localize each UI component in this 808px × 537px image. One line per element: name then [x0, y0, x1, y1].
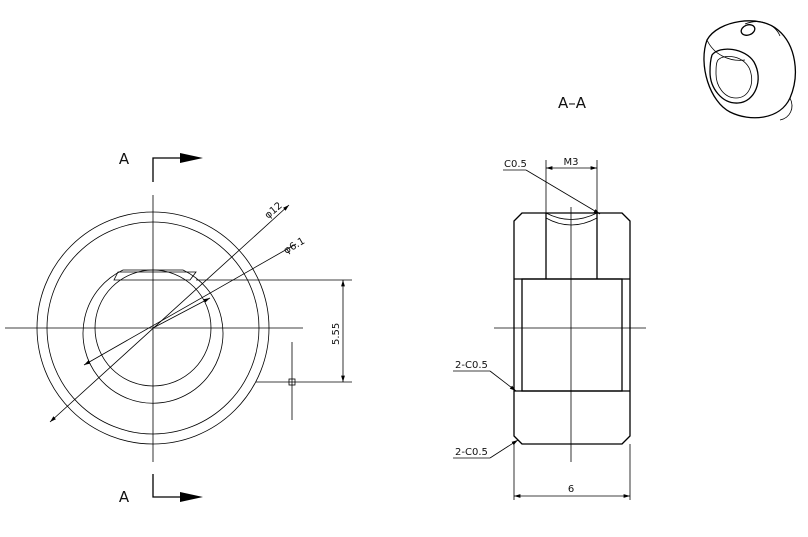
section-view: M3 C0.5 2-C0.5 2-C0.5 6 [453, 157, 646, 500]
section-line-top [152, 157, 180, 182]
dim-text-chamfer-upper: 2-C0.5 [455, 360, 488, 371]
dim-text-inner-diameter: φ6.1 [282, 236, 307, 257]
bore-section [521, 278, 623, 392]
dim-text-chamfer-lower: 2-C0.5 [455, 447, 488, 458]
section-marker-bottom: A [119, 474, 203, 506]
dim-text-outer-diameter: φ12 [263, 200, 285, 221]
leader-chamfer-upper [489, 370, 517, 392]
section-arrow-bottom [180, 492, 203, 502]
front-view: φ12 φ6.1 5.55 [5, 195, 352, 462]
dim-line-outer-diameter [49, 204, 290, 423]
section-marker-top: A [119, 150, 203, 182]
hatch-upper-right [596, 212, 631, 280]
section-line-bottom [152, 474, 180, 498]
section-letter-top: A [119, 150, 130, 168]
hole-mark [288, 378, 296, 386]
shaft-collar-isometric-icon [703, 20, 796, 121]
section-arrow-top [180, 153, 203, 163]
dim-arrow-inner [152, 297, 211, 329]
hatch-lower [513, 390, 631, 445]
section-title: A–A [558, 94, 587, 112]
thread-curve-1 [545, 217, 598, 226]
section-letter-bottom: A [119, 488, 130, 506]
hatch-upper-left [513, 212, 547, 280]
dim-text-m3: M3 [564, 157, 579, 168]
section-outline [513, 212, 631, 445]
dim-line-inner-diameter [83, 243, 297, 366]
leader-c05 [525, 169, 601, 215]
dim-text-flat-height: 5.55 [331, 323, 342, 345]
dim-text-c05: C0.5 [504, 159, 527, 170]
dim-text-width: 6 [568, 484, 574, 495]
thread-curve-2 [545, 212, 598, 220]
leader-chamfer-lower [489, 439, 519, 459]
